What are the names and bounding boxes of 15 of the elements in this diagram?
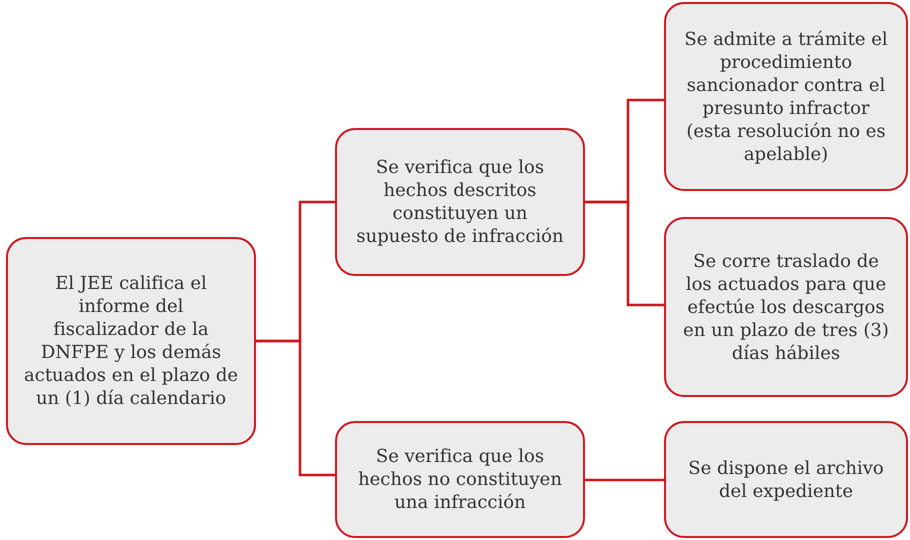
box-text: Se corre traslado de los actuados para que efectúe los descargos en un plazo de tres (3) días hábiles — [682, 250, 890, 364]
connector-line — [256, 340, 335, 476]
box-text: Se verifica que los hechos no constituyen una infracción — [357, 445, 563, 514]
connector-line — [585, 478, 664, 482]
process-box — [335, 421, 585, 538]
box-text: El JEE califica el informe del fiscalizador de la DNFPE y los demás actuados en el plazo de un (1) día calendario — [24, 272, 238, 410]
process-box — [664, 217, 908, 397]
process-box — [335, 128, 585, 276]
connector-line — [585, 200, 664, 306]
process-box — [6, 237, 256, 445]
box-text: Se dispone el archivo del expediente — [687, 456, 885, 502]
box-text: Se admite a trámite el procedimiento sancionador contra el presunto infractor (esta resolución no es apelable) — [683, 28, 889, 166]
process-box — [664, 421, 908, 538]
process-box — [664, 2, 908, 191]
box-text: Se verifica que los hechos descritos constituyen un supuesto de infracción — [355, 156, 565, 248]
